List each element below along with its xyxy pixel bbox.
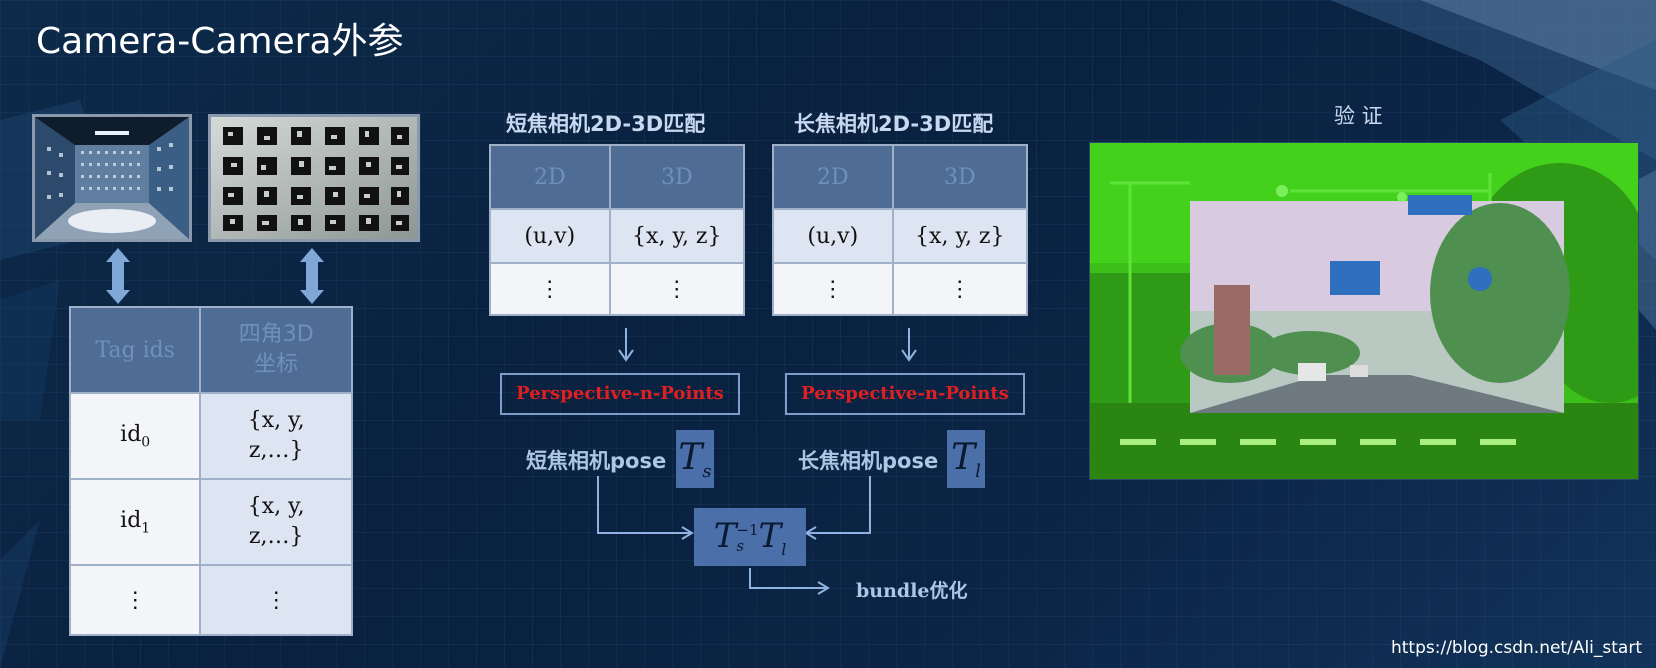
table-row: id0 {x, y,z,…} [68,392,353,480]
merge-arrow-left [597,476,690,534]
short-pose-label: 短焦相机pose [526,449,667,473]
short-focus-title: 短焦相机2D-3D匹配 [506,112,706,136]
bundle-arrow [749,568,826,589]
table-header: Tag ids [68,306,202,394]
double-arrow-icon [300,248,324,304]
table-header: 3D [891,144,1029,210]
table-row: (u,v) {x, y, z} [772,208,1029,264]
table-row: id1 {x, y,z,…} [68,478,353,566]
long-pose-label: 长焦相机pose [798,449,939,473]
short-pnp-box: Perspective-n-Points [500,373,740,415]
table-row: ⋮ ⋮ [772,262,1029,316]
long-focus-table: 2D 3D (u,v) {x, y, z} ⋮ ⋮ [772,144,1029,316]
apriltag-board-photo [208,114,420,242]
calibration-room-photo [32,114,192,242]
long-focus-title: 长焦相机2D-3D匹配 [794,112,994,136]
long-pnp-box: Perspective-n-Points [785,373,1025,415]
short-focus-table: 2D 3D (u,v) {x, y, z} ⋮ ⋮ [489,144,746,316]
table-row: (u,v) {x, y, z} [489,208,746,264]
table-row: ⋮ ⋮ [68,564,353,636]
verify-image [1089,142,1639,480]
table-header: 3D [608,144,746,210]
short-pose-symbol: Ts [676,430,714,488]
merge-arrow-right [808,476,871,534]
watermark: https://blog.csdn.net/Ali_start [1390,638,1642,658]
tag-3d-table: Tag ids 四角3D坐标 id0 {x, y,z,…} id1 {x, y,… [68,306,353,636]
table-row: ⋮ ⋮ [489,262,746,316]
long-pose-symbol: Tl [947,430,985,488]
double-arrow-icon [106,248,130,304]
page-title: Camera-Camera外参 [36,21,404,62]
table-header: 四角3D坐标 [199,306,353,394]
table-header: 2D [772,144,894,210]
bundle-label: bundle优化 [856,580,968,602]
table-header: 2D [489,144,611,210]
verify-title: 验 证 [1334,104,1383,128]
